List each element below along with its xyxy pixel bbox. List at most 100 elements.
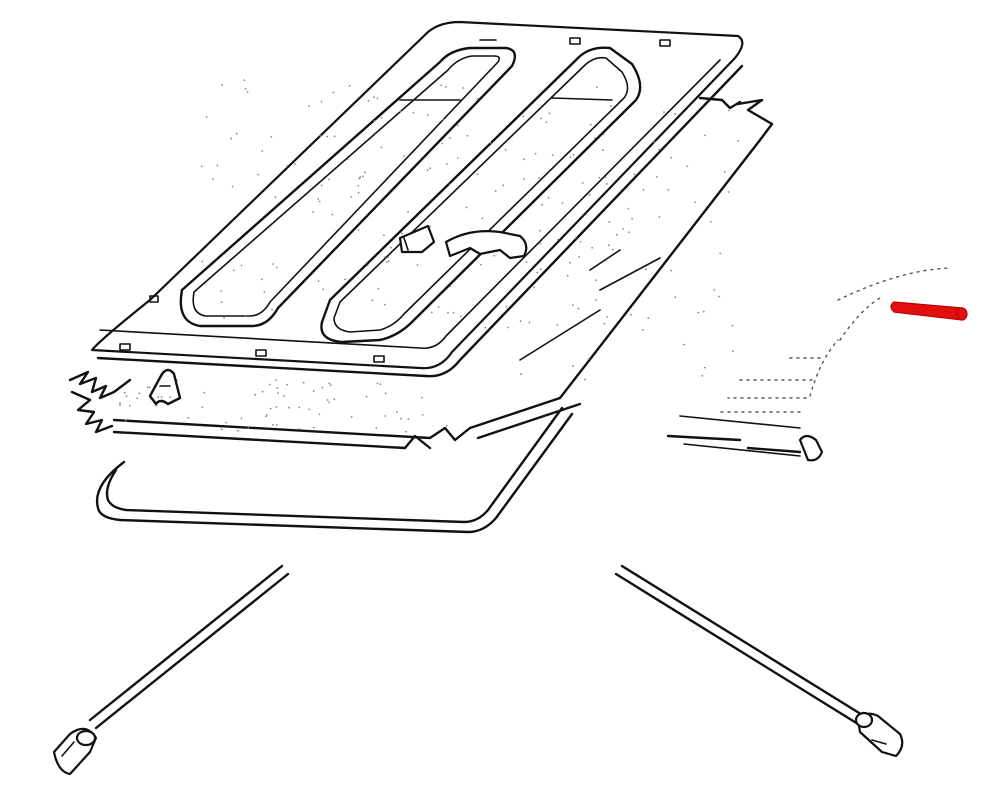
texture-dot <box>658 216 661 218</box>
texture-dot <box>146 386 149 389</box>
texture-dot <box>694 201 697 204</box>
texture-dot <box>686 165 689 168</box>
texture-dot <box>603 322 606 325</box>
texture-dot <box>245 315 247 318</box>
texture-dot <box>286 164 289 167</box>
texture-dot <box>261 390 264 393</box>
texture-dot <box>449 137 451 139</box>
texture-dot <box>387 256 390 259</box>
texture-dot <box>653 141 656 144</box>
texture-dot <box>522 178 525 180</box>
texture-dot <box>447 311 449 314</box>
texture-dot <box>119 402 121 405</box>
texture-dot <box>504 148 507 151</box>
texture-dot <box>376 382 379 385</box>
texture-dot <box>610 105 612 108</box>
texture-dot <box>731 324 734 327</box>
texture-dot <box>633 173 636 176</box>
texture-dot <box>525 261 528 264</box>
texture-dot <box>426 114 429 116</box>
texture-dot <box>269 407 272 410</box>
texture-dot <box>333 398 336 401</box>
texture-dot <box>539 242 542 245</box>
texture-dot <box>702 310 705 313</box>
texture-dot <box>429 225 431 228</box>
texture-dot <box>605 259 607 262</box>
texture-dot <box>577 307 580 310</box>
texture-dot <box>437 306 440 308</box>
texture-dot <box>548 112 551 115</box>
texture-dot <box>317 198 320 200</box>
texture-dot <box>663 111 665 113</box>
texture-dot <box>275 424 278 426</box>
texture-dot <box>539 229 541 232</box>
roof-panel <box>90 20 744 433</box>
texture-dot <box>328 401 331 404</box>
texture-dot <box>361 175 364 178</box>
texture-dot <box>569 156 572 159</box>
texture-dot <box>312 211 315 214</box>
texture-dot <box>384 256 387 258</box>
texture-dot <box>728 109 730 112</box>
texture-dot <box>379 383 382 386</box>
texture-dot <box>350 196 353 198</box>
texture-dot <box>261 278 263 281</box>
texture-dot <box>602 149 605 152</box>
texture-dot <box>390 246 392 249</box>
texture-dot <box>583 378 586 381</box>
texture-dot <box>574 237 577 239</box>
clip-icon <box>148 368 182 406</box>
texture-dot <box>602 133 605 136</box>
texture-dot <box>581 182 584 184</box>
texture-dot <box>556 324 559 326</box>
texture-dot <box>441 142 443 145</box>
headliner <box>68 96 774 450</box>
texture-dot <box>386 261 388 263</box>
texture-dot <box>157 396 160 398</box>
texture-dot <box>445 424 448 427</box>
texture-dot <box>380 117 383 119</box>
texture-dot <box>534 152 537 155</box>
texture-dot <box>442 118 444 121</box>
texture-dot <box>357 185 360 187</box>
texture-dot <box>294 163 296 165</box>
texture-dot <box>254 393 257 396</box>
texture-dot <box>440 84 443 87</box>
texture-dot <box>138 392 141 395</box>
texture-dot <box>169 396 171 398</box>
texture-dot <box>348 84 351 87</box>
texture-dot <box>713 288 716 291</box>
texture-dot <box>375 427 378 429</box>
texture-dot <box>269 383 271 386</box>
texture-dot <box>326 399 329 401</box>
texture-dot <box>457 157 459 159</box>
drain-tube-left <box>52 564 290 776</box>
texture-dot <box>507 326 509 329</box>
texture-dot <box>528 321 531 324</box>
texture-dot <box>216 164 219 167</box>
texture-dot <box>701 374 704 377</box>
texture-dot <box>201 260 204 263</box>
texture-dot <box>445 86 447 88</box>
texture-dot <box>587 358 590 360</box>
drain-tube-right <box>614 564 904 758</box>
texture-dot <box>275 406 278 408</box>
texture-dot <box>539 268 542 271</box>
texture-dot <box>489 141 492 144</box>
texture-dot <box>416 264 419 266</box>
texture-dot <box>373 119 376 122</box>
texture-dot <box>346 158 349 161</box>
texture-dot <box>593 137 596 140</box>
texture-dot <box>244 88 247 90</box>
texture-dot <box>155 404 158 407</box>
texture-dot <box>201 165 203 168</box>
texture-dot <box>494 190 497 192</box>
texture-dot <box>585 213 588 216</box>
texture-dot <box>631 217 633 220</box>
texture-dot <box>367 99 370 102</box>
texture-dot <box>380 146 383 149</box>
texture-dot <box>476 98 479 100</box>
texture-dot <box>457 124 459 127</box>
texture-dot <box>384 303 386 306</box>
